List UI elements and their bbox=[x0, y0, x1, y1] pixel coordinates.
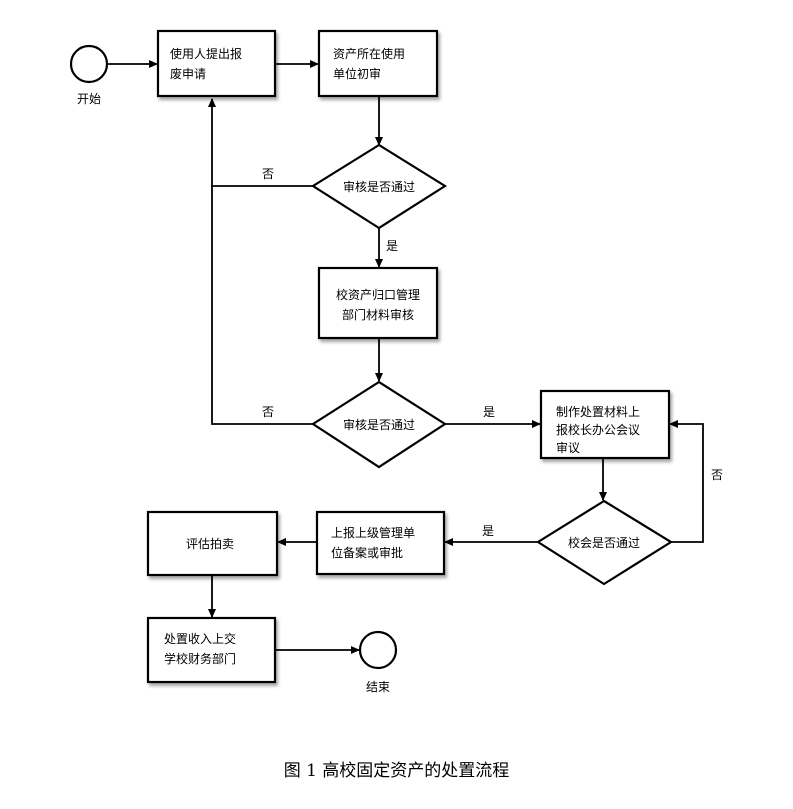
edge-meeting-no bbox=[669, 420, 704, 543]
income-box bbox=[146, 616, 277, 684]
check1-diamond bbox=[310, 143, 448, 230]
meeting-text: 校会是否通过 bbox=[568, 535, 640, 550]
flowchart: 开始 结束 使用人提出报 废申请 资产所在使用 单位初审 校资产归口管理 部门材… bbox=[69, 29, 723, 694]
prep-text-3: 审议 bbox=[556, 440, 580, 455]
start-label: 开始 bbox=[77, 92, 101, 106]
unit-review-box bbox=[317, 29, 439, 98]
auction-text: 评估拍卖 bbox=[186, 536, 234, 551]
income-text-1: 处置收入上交 bbox=[164, 631, 236, 646]
check2-diamond bbox=[310, 380, 448, 469]
unit-text-1: 资产所在使用 bbox=[333, 46, 405, 61]
apply-text-2: 废申请 bbox=[170, 66, 206, 81]
income-text-2: 学校财务部门 bbox=[164, 651, 236, 666]
end-label: 结束 bbox=[366, 680, 390, 694]
check2-text: 审核是否通过 bbox=[343, 417, 415, 432]
prepare-materials-box bbox=[539, 389, 671, 460]
apply-text-1: 使用人提出报 bbox=[170, 46, 242, 61]
start-node bbox=[69, 44, 109, 84]
edge-label-no2: 否 bbox=[262, 405, 274, 419]
figure-caption: 图 1 高校固定资产的处置流程 bbox=[283, 761, 510, 781]
meeting-diamond bbox=[535, 499, 674, 586]
unit-text-2: 单位初审 bbox=[333, 66, 381, 81]
auction-box bbox=[146, 510, 279, 577]
asset-dept-box bbox=[317, 266, 439, 340]
edge-label-yes3: 是 bbox=[482, 524, 494, 538]
report-box bbox=[315, 510, 446, 576]
end-node bbox=[358, 630, 398, 670]
edge-label-yes2: 是 bbox=[483, 405, 495, 419]
edge-check2-no bbox=[211, 186, 313, 425]
edge-label-no1: 否 bbox=[262, 167, 274, 181]
prep-text-1: 制作处置材料上 bbox=[556, 405, 640, 419]
check1-text: 审核是否通过 bbox=[343, 179, 415, 194]
apply-box bbox=[156, 29, 277, 98]
report-text-1: 上报上级管理单 bbox=[331, 525, 415, 540]
asset-text-2: 部门材料审核 bbox=[342, 307, 414, 322]
report-text-2: 位备案或审批 bbox=[331, 545, 403, 560]
edge-label-no3: 否 bbox=[711, 468, 723, 482]
edge-label-yes1: 是 bbox=[386, 239, 398, 253]
prep-text-2: 报校长办公会议 bbox=[556, 422, 640, 437]
asset-text-1: 校资产归口管理 bbox=[336, 287, 420, 302]
